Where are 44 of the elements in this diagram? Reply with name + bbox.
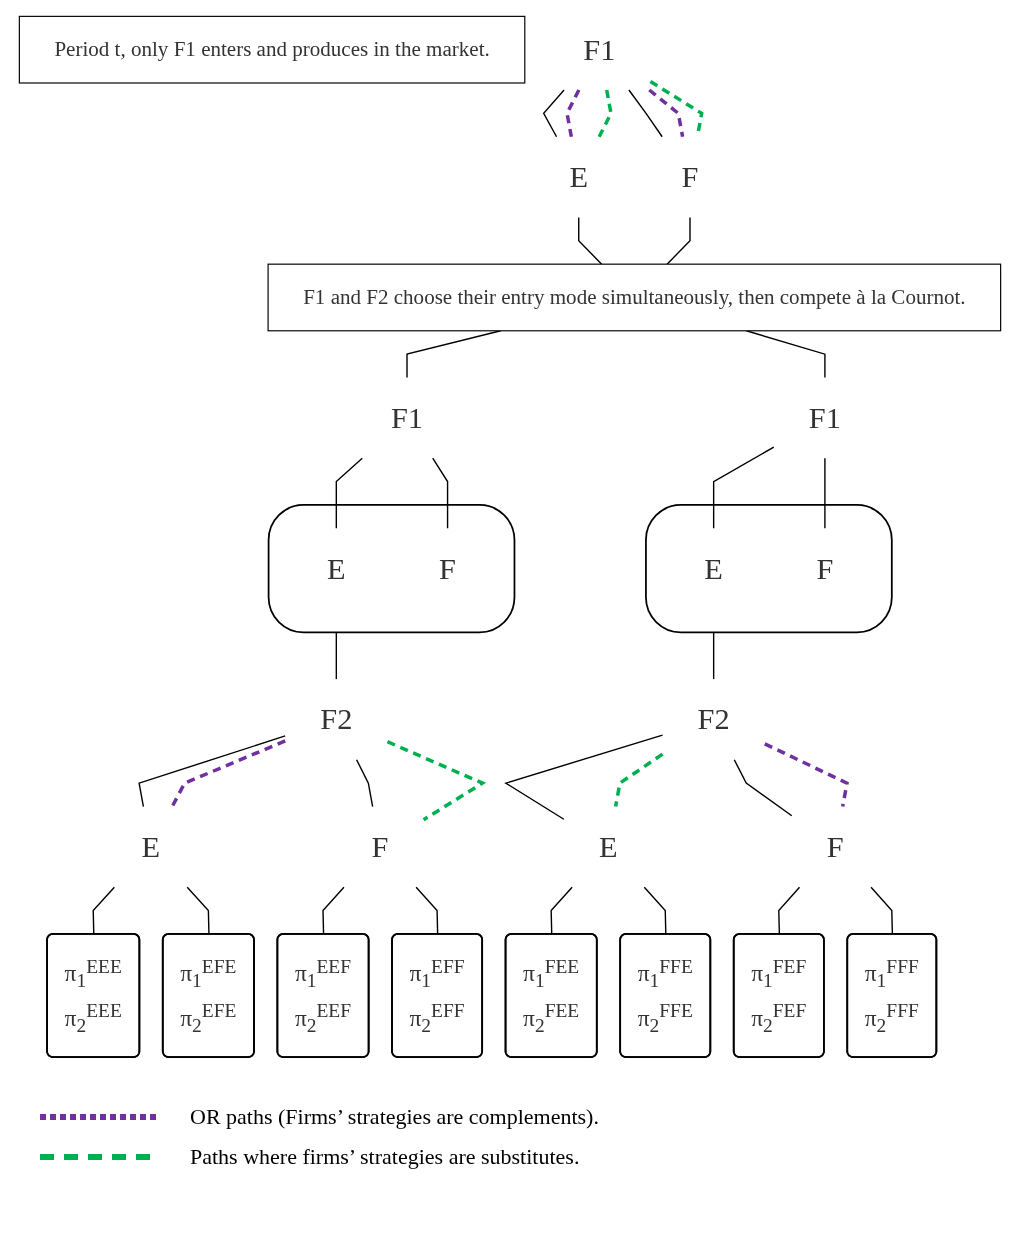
cluster [267,504,515,634]
node-box: Period t, only F1 enters and produces in the market. [18,15,525,84]
connector [733,759,792,817]
node-text: F [815,551,833,586]
node-text: F [681,160,698,195]
node-text: F2 [319,702,352,737]
node-text: F1 [390,400,423,435]
connector [597,89,613,138]
connector [712,631,714,680]
connector [503,734,663,820]
connector [564,89,580,138]
connector [335,631,337,680]
node-text: F [438,551,456,586]
connector [405,330,501,379]
connector [431,457,448,530]
node-box: F1 and F2 choose their entry mode simultaneously, then compete à la Cournot. [267,263,1001,332]
connector [170,739,286,808]
connector [763,742,849,807]
connector [665,216,691,265]
connector [577,216,602,265]
node-text: E [568,160,588,195]
connector [335,457,363,530]
node-text: E [598,829,617,864]
node-text: E [326,551,346,586]
connector [647,88,684,138]
node-text: F1 [582,32,615,67]
connector [649,80,704,138]
connector [627,89,663,138]
cluster [644,504,893,634]
connector [712,446,774,530]
node-text: E [703,551,723,586]
node-text: F1 [808,400,841,435]
node-text: F2 [697,702,730,737]
node-text: F [826,829,844,864]
connector [745,330,826,379]
connector [823,457,826,530]
connector [386,740,486,822]
legend-text: Paths where firms’ strategies are substitutes. [190,1144,580,1170]
node-text: E [141,829,160,864]
legend-text: OR paths (Firms’ strategies are complements). [190,1104,599,1130]
node-text: F [371,829,388,864]
connector [137,735,286,808]
connector [613,752,664,807]
connector [355,759,373,808]
